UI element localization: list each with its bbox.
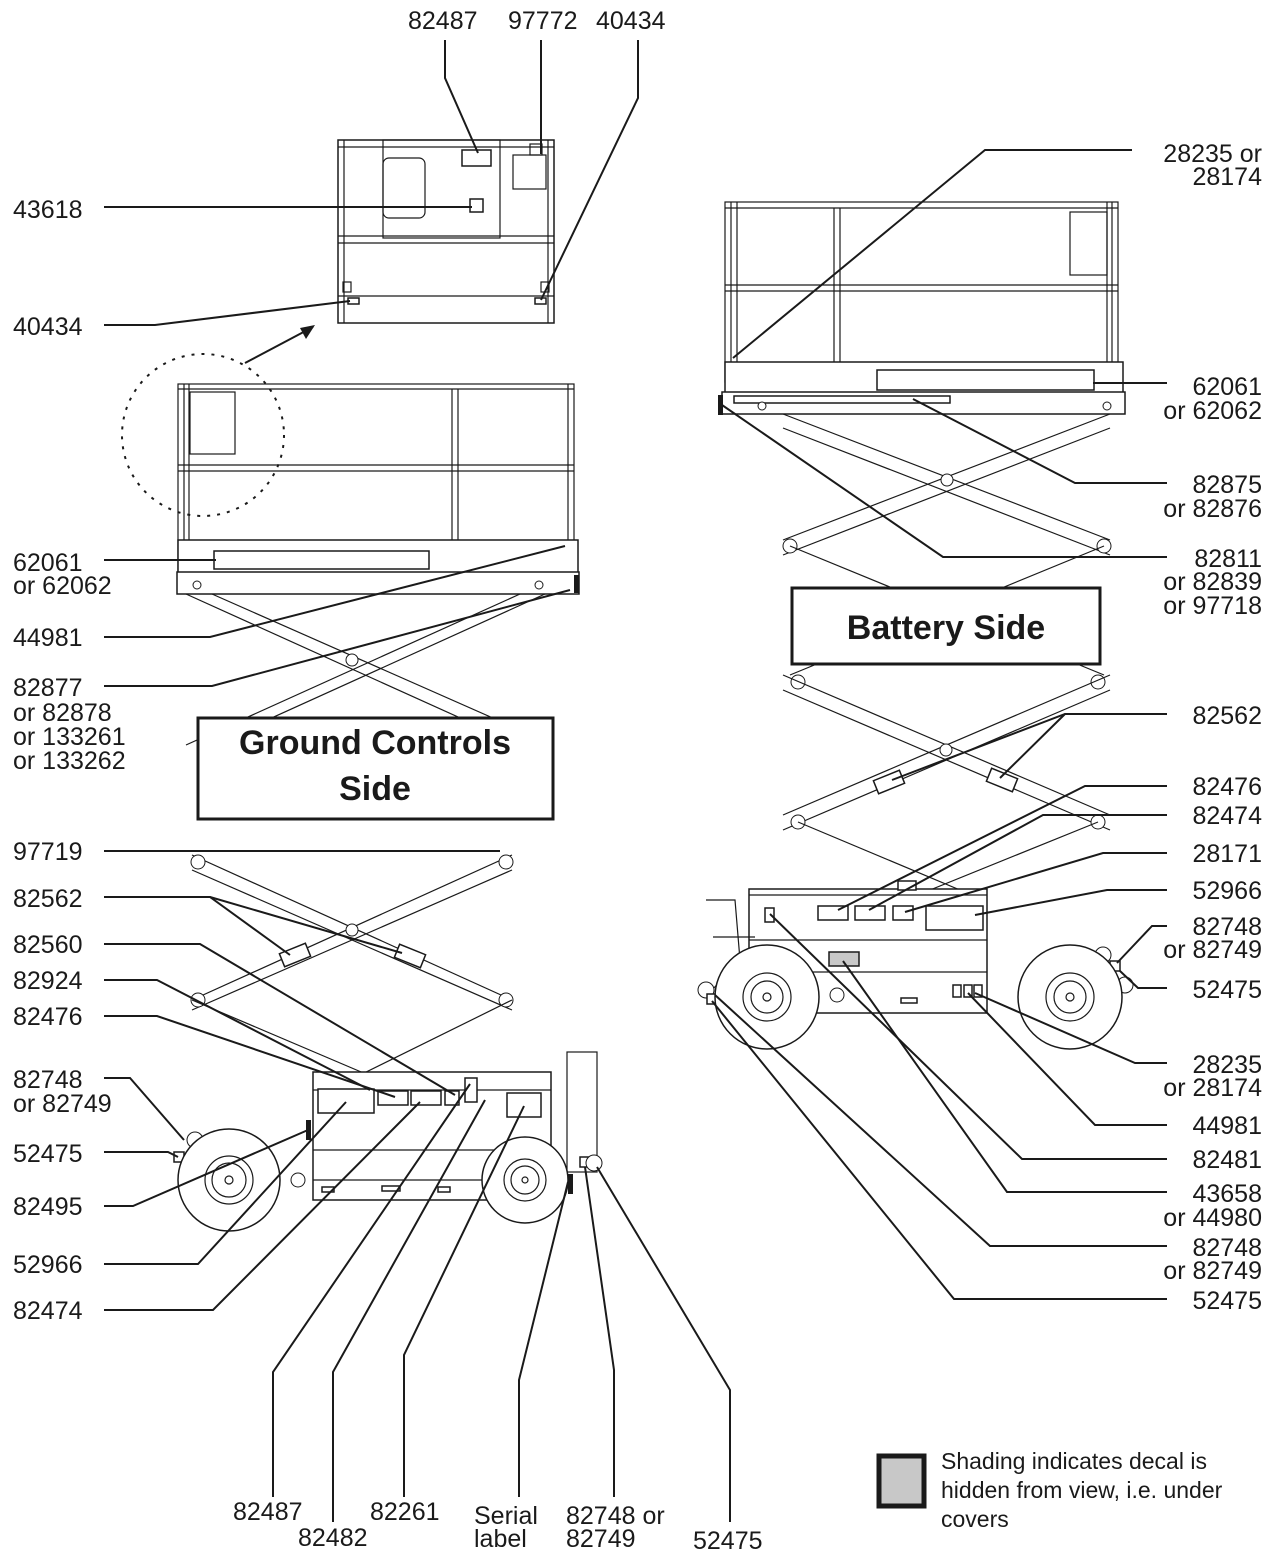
- label-28171: 28171: [1192, 840, 1262, 868]
- label-or-82749-left: or 82749: [13, 1090, 112, 1118]
- label-82562-left: 82562: [13, 885, 83, 913]
- label-82749-bottom: 82749: [566, 1525, 636, 1551]
- label-62061-left: 62061: [13, 549, 83, 577]
- label-44981-right: 44981: [1192, 1112, 1262, 1140]
- label-serial: Serial: [474, 1502, 538, 1530]
- label-44981-left: 44981: [13, 624, 83, 652]
- label-82811: 82811: [1194, 545, 1262, 573]
- label-82748-right-a: 82748: [1192, 913, 1262, 941]
- label-82487-top: 82487: [408, 7, 478, 35]
- label-52475-bottom: 52475: [693, 1527, 763, 1551]
- label-28235-or-top: 28235 or: [1163, 140, 1262, 168]
- label-or-44980: or 44980: [1163, 1204, 1262, 1232]
- label-or-133261: or 133261: [13, 723, 126, 751]
- label-82562-right: 82562: [1192, 702, 1262, 730]
- label-28235-right: 28235: [1192, 1051, 1262, 1079]
- label-82487-bottom: 82487: [233, 1498, 303, 1526]
- label-52475-right-a: 52475: [1192, 976, 1262, 1004]
- label-62061-right: 62061: [1192, 373, 1262, 401]
- label-97719: 97719: [13, 838, 83, 866]
- top-view-drawing: [337, 139, 555, 324]
- label-or-62062-right: or 62062: [1163, 397, 1262, 425]
- label-82474-left: 82474: [13, 1297, 83, 1325]
- label-52966-right: 52966: [1192, 877, 1262, 905]
- battery-side-wheel-right: [1017, 944, 1123, 1050]
- label-or-82749-right-a: or 82749: [1163, 936, 1262, 964]
- label-40434-left: 40434: [13, 313, 83, 341]
- label-82748-bottom: 82748 or: [566, 1502, 665, 1530]
- label-52966-left: 52966: [13, 1251, 83, 1279]
- ground-side-title-box: [196, 716, 555, 821]
- label-97772: 97772: [508, 7, 578, 35]
- label-or-62062-left: or 62062: [13, 572, 112, 600]
- battery-side-leaders: [711, 149, 1167, 1300]
- label-43618: 43618: [13, 196, 83, 224]
- label-or-82749-right-b: or 82749: [1163, 1257, 1262, 1285]
- battery-side-scissor-lower: [782, 674, 1111, 891]
- hidden-decal-82481: [828, 951, 860, 967]
- legend-swatch: [876, 1453, 927, 1509]
- label-or-28174-right: or 28174: [1163, 1074, 1262, 1102]
- ground-side-title-line1: Ground Controls: [239, 724, 511, 762]
- label-82748-right-b: 82748: [1192, 1234, 1262, 1262]
- label-82481: 82481: [1192, 1146, 1262, 1174]
- label-82261: 82261: [370, 1498, 440, 1526]
- label-52475-right-b: 52475: [1192, 1287, 1262, 1315]
- label-82877: 82877: [13, 674, 83, 702]
- ground-side-scissor-lower: [190, 854, 514, 1081]
- battery-side-title-box: [790, 586, 1102, 666]
- label-28174-top: 28174: [1192, 163, 1262, 191]
- ground-side-platform: [176, 383, 580, 595]
- battery-side-title: Battery Side: [847, 609, 1045, 647]
- ground-side-bottom-leaders: [272, 1083, 731, 1522]
- label-82474-right: 82474: [1192, 802, 1262, 830]
- label-82560: 82560: [13, 931, 83, 959]
- label-82476-left: 82476: [13, 1003, 83, 1031]
- battery-side-platform: [718, 201, 1126, 415]
- label-82476-right: 82476: [1192, 773, 1262, 801]
- ground-side-leaders: [104, 545, 571, 1311]
- detail-callout: [121, 325, 315, 517]
- label-43658: 43658: [1192, 1180, 1262, 1208]
- label-or-82878: or 82878: [13, 699, 112, 727]
- label-82495: 82495: [13, 1193, 83, 1221]
- label-52475-left: 52475: [13, 1140, 83, 1168]
- legend-line2: hidden from view, i.e. under: [941, 1477, 1223, 1503]
- label-82482: 82482: [298, 1524, 368, 1551]
- legend-line3: covers: [941, 1506, 1009, 1532]
- ground-side-title-line2: Side: [339, 770, 411, 808]
- ground-side-wheel-right: [481, 1136, 569, 1224]
- label-or-133262: or 133262: [13, 747, 126, 775]
- label-82924: 82924: [13, 967, 83, 995]
- label-or-82839: or 82839: [1163, 568, 1262, 596]
- label-or-97718: or 97718: [1163, 592, 1262, 620]
- label-82875: 82875: [1192, 471, 1262, 499]
- label-82748-left: 82748: [13, 1066, 83, 1094]
- top-view-leaders: [104, 40, 639, 326]
- label-40434-top: 40434: [596, 7, 666, 35]
- battery-side-wheel-left: [714, 944, 845, 1050]
- label-serial-label: label: [474, 1525, 527, 1551]
- legend-line1: Shading indicates decal is: [941, 1448, 1207, 1474]
- label-or-82876: or 82876: [1163, 495, 1262, 523]
